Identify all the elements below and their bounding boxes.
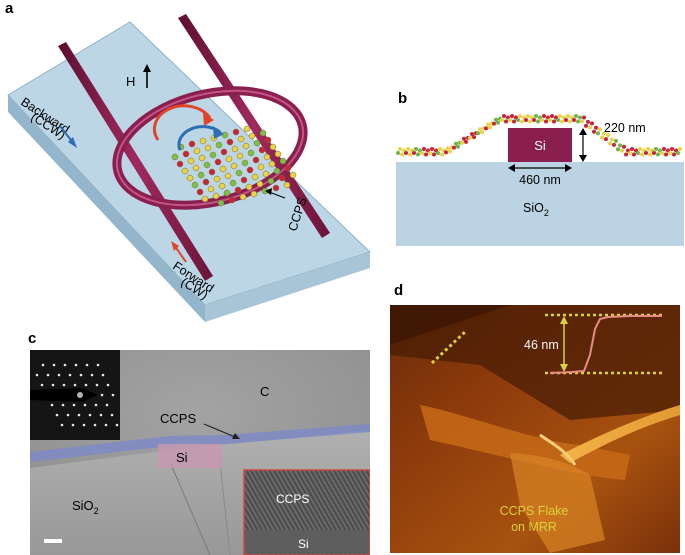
slab-right-side	[205, 252, 370, 322]
hrtem-inset: CCPS Si	[243, 469, 370, 555]
afm-ring-ridge	[560, 405, 680, 463]
ccps-layer	[396, 114, 682, 157]
c-region-label: C	[260, 384, 269, 399]
scale-bar	[44, 539, 62, 543]
si-core-label: Si	[534, 138, 546, 153]
cw-circular-arrow	[153, 104, 212, 141]
right-waveguide	[178, 14, 330, 238]
panel-c-label: c	[28, 330, 37, 347]
ccps-band-pointer	[203, 423, 236, 438]
slab-front-side	[8, 95, 205, 322]
afm-scan-line	[430, 329, 468, 365]
field-label: H	[126, 74, 135, 89]
afm-flake-label-line1: CCPS Flake	[500, 504, 569, 518]
ccps-band	[30, 424, 370, 462]
afm-flake-label-line2: on MRR	[511, 520, 557, 534]
panel-d-label: d	[394, 282, 404, 299]
panel-a-figure: H Backward (CCW) Forward (CW) CCPS	[7, 14, 371, 322]
left-waveguide	[58, 42, 213, 281]
sio2-label: SiO2	[72, 498, 99, 516]
hrtem-si-label: Si	[298, 537, 309, 551]
ccps-flake	[171, 125, 297, 207]
ccps-band-label: CCPS	[160, 411, 196, 426]
width-label: 460 nm	[519, 173, 561, 187]
sio2-substrate	[396, 162, 684, 246]
si-core-label: Si	[176, 450, 188, 465]
diffraction-inset	[30, 350, 120, 440]
hrtem-ccps-label: CCPS	[276, 492, 309, 506]
afm-height-profile	[549, 315, 662, 374]
panel-c-tem-image: Si C CCPS SiO2 CCPS Si	[30, 350, 370, 555]
ccps-pointer	[268, 191, 286, 199]
substrate-label: SiO2	[523, 201, 549, 218]
si-core-highlight	[158, 444, 222, 468]
panel-b-label: b	[398, 90, 408, 107]
height-label: 220 nm	[604, 121, 646, 135]
si-core	[508, 128, 572, 162]
panel-a-label: a	[5, 0, 14, 17]
panel-b-figure: Si 220 nm 460 nm SiO2	[396, 114, 684, 246]
panel-d-afm-image: 46 nm CCPS Flake on MRR	[390, 305, 680, 553]
step-height-label: 46 nm	[524, 338, 559, 352]
afm-bright-flake	[420, 405, 630, 480]
